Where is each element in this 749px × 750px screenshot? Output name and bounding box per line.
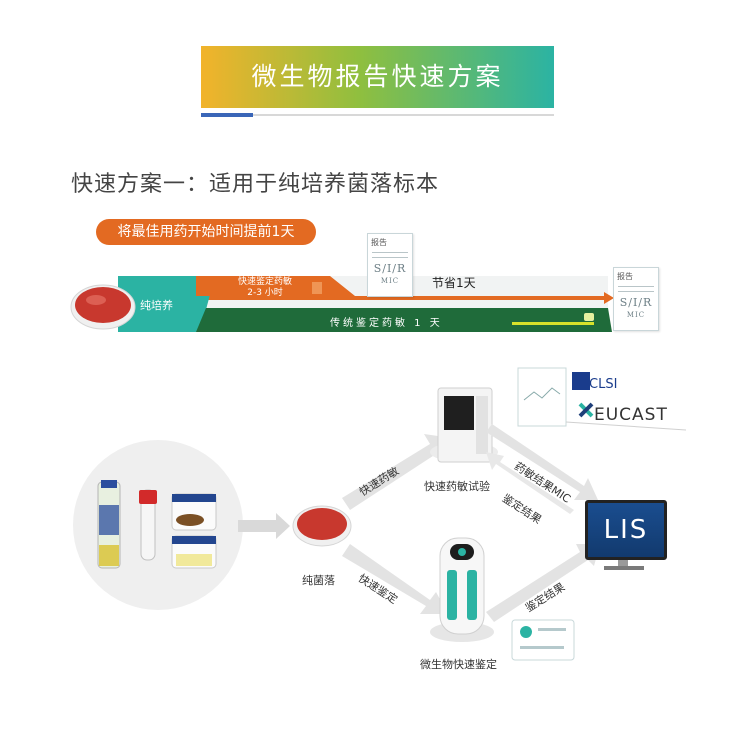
title-banner [201,46,554,108]
id-result-card-icon [511,619,575,661]
micro-id-device-label: 微生物快速鉴定 [420,658,497,671]
lis-monitor-icon [585,500,667,560]
petri-agar-icon [75,287,131,323]
title-underline-accent [201,113,253,117]
fast-ast-label-line2: 2-3 小时 [247,288,283,298]
report-rule [372,252,408,253]
fast-ast-label: 快速鉴定药敏 2-3 小时 [220,277,310,299]
report-mic: MIC [626,311,646,319]
lis-stand-icon [618,558,628,568]
id-result-card-line [538,628,566,631]
id-device-stripe-icon [447,570,457,620]
report-rule [618,291,654,292]
id-device-stripe-icon [467,570,477,620]
report-sir: S/I/R [619,296,653,309]
lis-base-icon [604,566,644,570]
clsi-logo-icon [572,372,590,390]
arrow-ast-to-lis [486,424,598,500]
specimen-cup-lid-icon [172,494,216,502]
id-device-eye-icon [458,548,466,556]
guideline-chart-icon [523,387,561,401]
report-sir: S/I/R [373,262,407,275]
clsi-label: CLSI [589,377,618,392]
fast-ast-device-label: 快速药敏试验 [424,480,490,493]
pure-culture-segment [118,276,215,332]
report-rule [618,286,654,287]
save-one-day-label: 节省1天 [432,276,476,290]
report-sheet-late: 报告 S/I/R MIC [613,267,659,331]
pure-culture-label: 纯培养 [140,299,173,312]
specimen-stool-icon [176,514,204,526]
guideline-doc-icon [517,367,567,427]
title-underline [253,114,554,116]
arrow-colony-to-id [342,544,448,614]
specimen-urine-icon [176,554,212,566]
train-window [584,313,594,321]
fast-ast-label-line1: 快速鉴定药敏 [237,277,292,287]
culture-bottle-label-icon [99,505,119,535]
ast-device-side-icon [476,396,488,454]
arrow-specimen-to-colony [238,513,290,539]
track-line [512,322,594,325]
report-header: 报告 [371,238,387,247]
ast-device-window-icon [444,396,474,430]
lis-label: LIS [603,515,649,545]
colony-agar-icon [297,508,347,540]
decor-block [312,282,322,294]
pure-colony-label: 纯菌落 [302,574,335,587]
advance-treatment-pill: 将最佳用药开始时间提前1天 [96,219,316,245]
id-result-card-dot-icon [520,626,532,638]
report-sheet-early: 报告 S/I/R MIC [367,233,413,297]
petri-colony-icon [86,295,106,305]
id-result-card-line [520,646,564,649]
timeline-arrow-head [604,292,614,304]
eucast-label: EUCAST [594,405,668,425]
swab-tube-cap-icon [139,490,157,504]
specimen-cup-lid-icon [172,536,216,544]
eucast-logo-icon [578,402,594,418]
traditional-segment [196,308,612,332]
traditional-label: 传统鉴定药敏 1 天 [330,318,443,329]
timeline-arrow-line [118,296,604,300]
guideline-underline [565,421,687,431]
page-title: 微生物报告快速方案 [251,62,504,91]
culture-bottle-liquid-icon [99,545,119,566]
arrow-colony-to-ast [342,434,452,510]
report-header: 报告 [617,272,633,281]
report-mic: MIC [380,277,400,285]
arrow-id-to-lis [486,544,600,622]
culture-bottle-cap-icon [101,480,117,488]
arrow-lis-to-ast [486,452,574,514]
report-rule [372,257,408,258]
section-title: 快速方案一：适用于纯培养菌落标本 [71,172,440,197]
